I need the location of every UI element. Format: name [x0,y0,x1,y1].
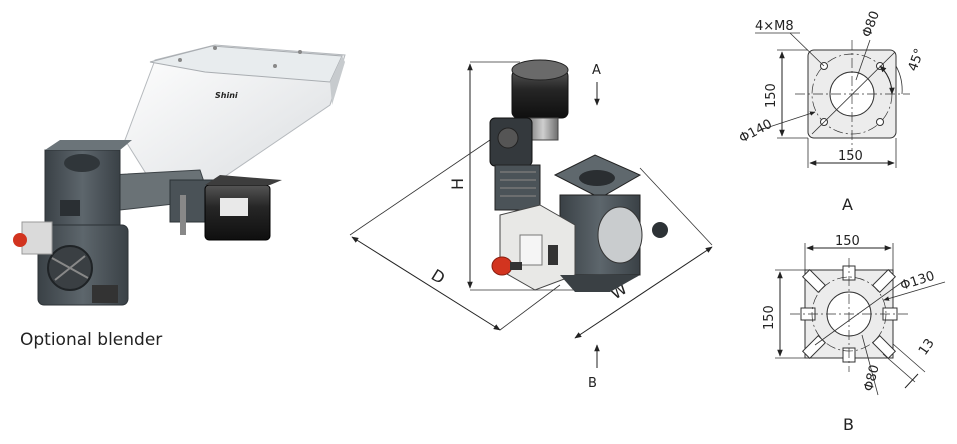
view-a-bore-label: Φ80 [860,9,883,39]
hopper [124,44,346,191]
dimension-w-line [574,246,713,339]
red-knob [491,256,513,276]
view-a-height: 150 [764,83,779,108]
red-knob-small [13,233,27,247]
arrow-a-label: A [592,63,601,78]
view-b-slot: 13 [916,336,938,358]
handwheel [652,222,668,238]
view-a-holes: 4×M8 [755,19,794,34]
caption: Optional blender [20,330,162,350]
view-b: 150 150 Φ130 13 Φ80 B [762,234,946,434]
hopper-logo: Shini [215,91,238,100]
hopper-side [330,56,345,105]
feeder-drawing: H D W A B [349,59,713,391]
view-a-label: A [842,195,853,214]
dimension-d-line [351,236,501,331]
view-b-width: 150 [835,234,860,249]
view-a-width: 150 [838,149,863,164]
dimension-h: H [448,178,467,190]
view-b-bore-label: Φ80 [861,363,882,393]
view-a-pcd-label: Φ140 [737,117,775,147]
view-b-height: 150 [762,305,777,330]
view-b-label: B [843,415,854,434]
view-a-angle: 45° [906,47,928,74]
arrow-b-label: B [588,376,597,391]
dimension-d: D [428,265,449,288]
view-a: 4×M8 Φ80 45° 150 150 Φ140 A [737,9,928,214]
blender-photo: Shini [13,44,346,306]
